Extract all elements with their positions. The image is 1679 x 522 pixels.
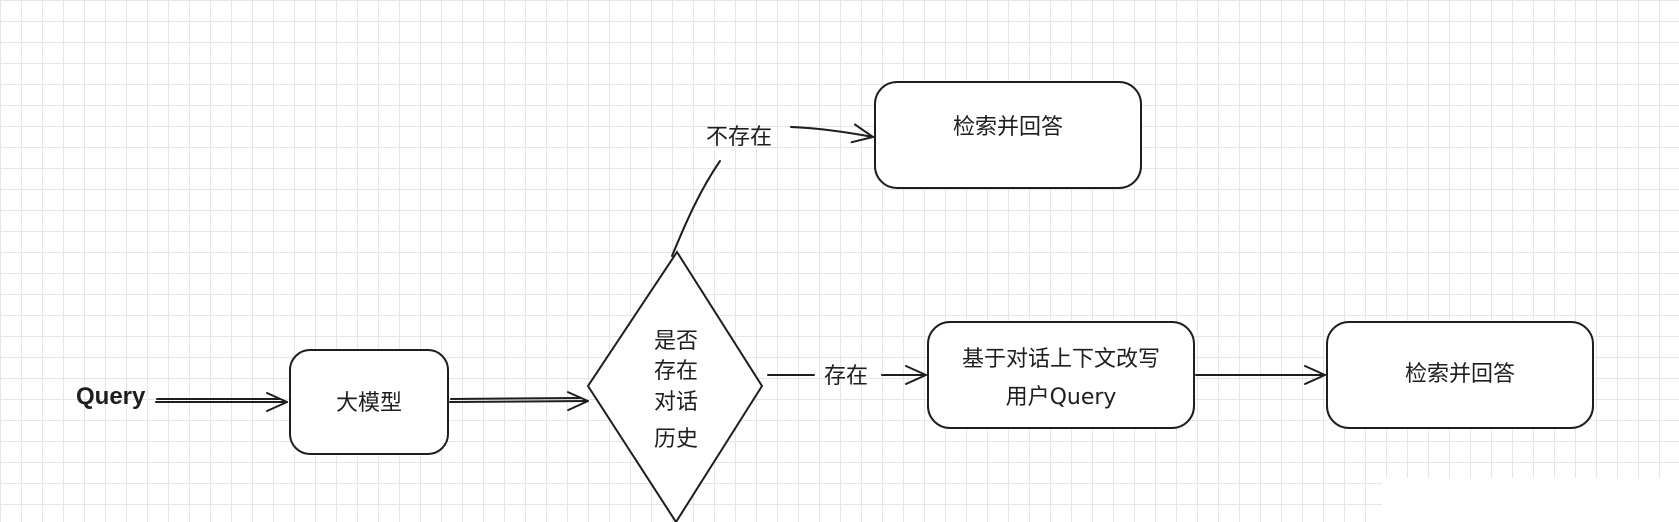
- retrieve-node-top[interactable]: 检索并回答: [874, 81, 1142, 189]
- retrieve-node-top-box: [874, 81, 1142, 189]
- edge-model-to-decision-stroke: [450, 397, 581, 400]
- retrieve-node-right-box: [1326, 321, 1594, 429]
- decision-line-4: 历史: [654, 427, 698, 452]
- retrieve-node-top-label: 检索并回答: [953, 115, 1063, 140]
- decision-diamond: [586, 250, 764, 522]
- edge-exist-label: 存在: [824, 364, 868, 389]
- rewrite-node-box: [927, 321, 1195, 429]
- rewrite-node[interactable]: 基于对话上下文改写 用户Query: [927, 321, 1195, 429]
- model-node-label: 大模型: [336, 391, 402, 416]
- rewrite-node-line-1: 基于对话上下文改写: [962, 347, 1160, 372]
- edge-not-exist-label: 不存在: [706, 125, 772, 150]
- decision-node[interactable]: 是否 存在 对话 历史: [586, 250, 764, 522]
- retrieve-node-right[interactable]: 检索并回答: [1326, 321, 1594, 429]
- input-query-label: Query: [76, 383, 146, 410]
- model-node[interactable]: 大模型: [289, 349, 449, 455]
- model-node-box: [289, 349, 449, 455]
- blank-overlay: [1382, 478, 1679, 522]
- decision-line-2: 存在: [654, 359, 698, 384]
- rewrite-node-line-2: 用户Query: [1006, 385, 1117, 410]
- edge-model-to-decision: [449, 391, 589, 412]
- retrieve-node-right-label: 检索并回答: [1405, 362, 1515, 387]
- decision-line-3: 对话: [654, 390, 698, 415]
- edge-not-exist-upper: [790, 123, 874, 144]
- decision-line-1: 是否: [654, 329, 698, 354]
- edge-not-exist-lower: [671, 160, 721, 257]
